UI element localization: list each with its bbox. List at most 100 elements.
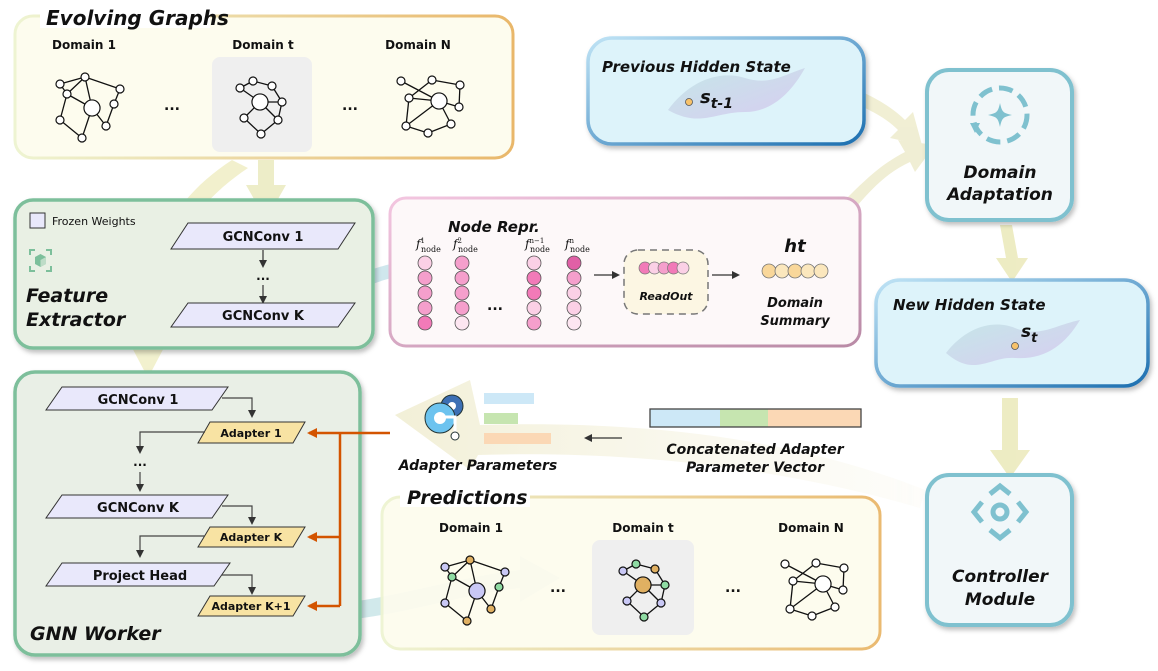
domain-adaptation-line2: Adaptation [945, 185, 1053, 205]
graph-node [622, 596, 632, 606]
graph-node [830, 602, 840, 612]
adapter-param-bar-1 [484, 393, 534, 404]
predictions-panel: Predictions Domain 1 Domain t Domain N .… [380, 485, 882, 651]
node-feature-cell [454, 255, 470, 271]
new-state-point [1011, 342, 1019, 350]
graph-node [80, 72, 90, 82]
feature-extractor-title-line1: Feature [26, 285, 108, 307]
graph-node [811, 558, 821, 568]
summary-dot [813, 263, 829, 279]
worker-arrow-4 [222, 505, 256, 525]
vector-label-line1: Concatenated Adapter [666, 442, 844, 458]
worker-layer-gcnconv-k: GCNConv K [45, 494, 229, 519]
graph-node [239, 113, 249, 123]
feature-extractor-title-line2: Extractor [26, 309, 127, 331]
svg-text:Adapter K: Adapter K [220, 531, 283, 544]
predictions-domain-t-label: Domain t [612, 521, 674, 535]
flow-arrow-down-to-extractor [246, 160, 286, 220]
controller-module-panel: Controller Module [925, 473, 1074, 627]
node-feature-cell [454, 300, 470, 316]
graph-node [455, 80, 465, 90]
graph-node [631, 559, 641, 569]
graph-node [462, 616, 472, 626]
flow-arrow-to-new-state [996, 225, 1028, 282]
node-feature-columns [417, 255, 582, 331]
graph-node [447, 572, 457, 582]
graph-node [109, 99, 119, 109]
evolving-graphs-title: Evolving Graphs [46, 6, 229, 30]
evolving-graph-domain-t [235, 76, 287, 139]
adapter-param-bar-3 [484, 433, 551, 444]
flow-arrow-to-controller [990, 398, 1030, 478]
controller-line2: Module [965, 590, 1035, 610]
worker-adapter-k-plus-1: Adapter K+1 [197, 595, 306, 617]
graph-node [660, 580, 670, 590]
graph-node [446, 119, 456, 129]
predictions-title: Predictions [407, 487, 527, 509]
evolving-domain-1-label: Domain 1 [52, 38, 116, 52]
worker-arrow-1 [222, 397, 256, 418]
node-repr-title: Node Repr. [448, 218, 540, 236]
summary-dot [761, 263, 777, 279]
flow-arrow-to-adaptation-2 [856, 92, 922, 145]
node-feature-cell [417, 300, 433, 316]
prediction-graph-domain-1 [440, 555, 510, 626]
graph-node [404, 93, 414, 103]
summary-dot [774, 263, 790, 279]
summary-label-line1: Domain [767, 296, 823, 311]
evolving-graph-domain-1 [55, 72, 125, 143]
domain-adaptation-line1: Domain [964, 163, 1037, 183]
domain-summary-vector [761, 263, 829, 279]
graph-node [465, 555, 475, 565]
graph-node [500, 567, 510, 577]
flow-arrow-to-adaptation-1 [840, 140, 935, 212]
node-feature-cell [526, 285, 542, 301]
node-feature-cell [526, 315, 542, 331]
graph-node [256, 129, 266, 139]
graph-node [55, 115, 65, 125]
adapter-param-bar-2 [484, 413, 518, 424]
graph-node [486, 604, 496, 614]
graph-node [77, 133, 87, 143]
graph-edge [431, 79, 461, 86]
adapter-parameters-label: Adapter Parameters [398, 458, 558, 474]
graph-node [62, 89, 72, 99]
graph-node [440, 562, 450, 572]
evolving-ellipsis-2: ... [342, 98, 358, 114]
readout-label: ReadOut [639, 290, 693, 303]
node-feature-cell [417, 255, 433, 271]
frozen-weights-swatch [29, 212, 46, 229]
predictions-ellipsis-2: ... [725, 580, 741, 596]
svg-text:GCNConv K: GCNConv K [222, 309, 305, 324]
svg-text:Adapter K+1: Adapter K+1 [211, 600, 290, 613]
readout-dot [676, 261, 690, 275]
prediction-graph-domain-n [780, 558, 849, 621]
graph-node [423, 128, 433, 138]
new-hidden-state-title: New Hidden State [893, 296, 1046, 314]
node-feature-cell [454, 270, 470, 286]
svg-text:Project Head: Project Head [93, 569, 187, 584]
concatenated-parameter-vector [649, 408, 862, 428]
controller-dpad-icon [970, 482, 1030, 542]
graph-node [101, 121, 111, 131]
graph-node [235, 83, 245, 93]
worker-adapter-k: Adapter K [197, 526, 306, 548]
graph-node [248, 76, 258, 86]
evolving-graph-domain-n [396, 75, 465, 138]
state-manifold-prev [668, 68, 805, 119]
state-manifold-new [946, 320, 1080, 366]
summary-label-line2: Summary [760, 314, 830, 329]
graph-node [401, 121, 411, 131]
flow-arrow-controller-to-params [395, 380, 925, 508]
feature-extractor-panel: Frozen Weights Feature Extractor GCNConv… [13, 198, 375, 350]
node-feature-cell [526, 300, 542, 316]
extractor-layer-gcnconv-1: GCNConv 1 [170, 222, 356, 250]
graph-node [814, 575, 832, 593]
worker-arrow-5 [136, 535, 205, 558]
evolving-domain-t-label: Domain t [232, 38, 294, 52]
gnn-worker-title: GNN Worker [30, 623, 162, 645]
graph-edge [84, 76, 121, 90]
graph-node [427, 75, 437, 85]
graph-node [396, 76, 406, 86]
